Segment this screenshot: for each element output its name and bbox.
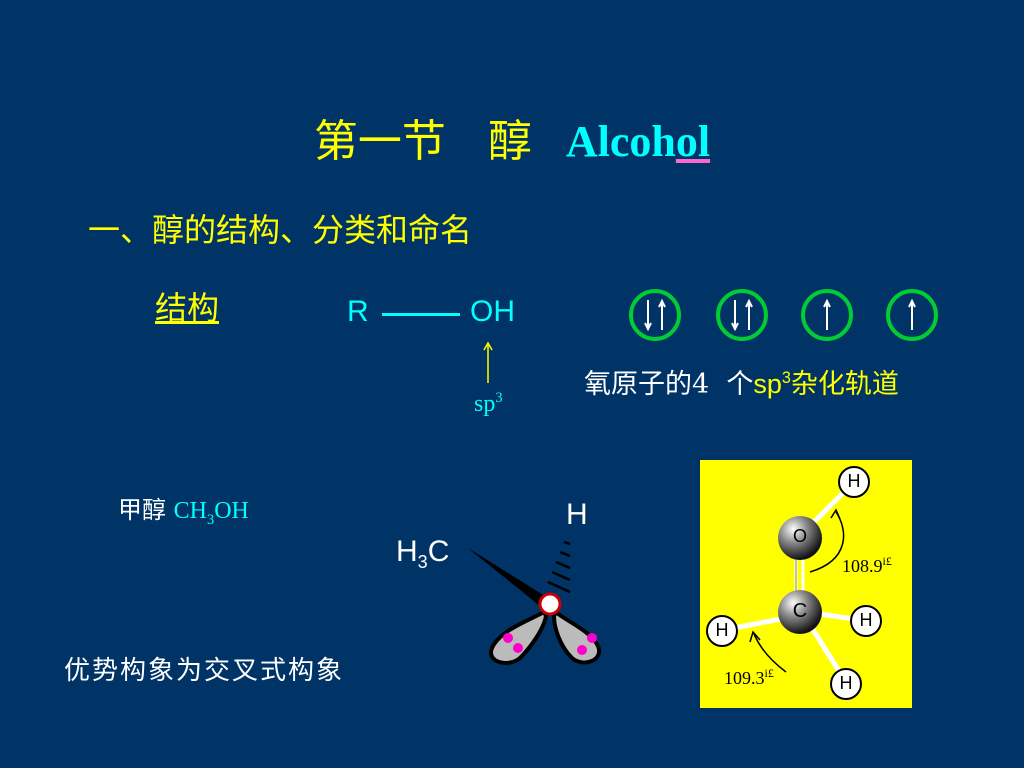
slide-title: 第一节 醇 Alcohol: [0, 105, 1024, 169]
orbital-paired-2: [716, 289, 768, 341]
model-bonds: [706, 466, 882, 700]
atom-c: C: [792, 600, 808, 622]
atom-h-bottom: H: [839, 673, 853, 693]
methanol-3d-model: H O C H H H 108.9i£ 109.3i£: [700, 460, 912, 708]
formula-r: R: [347, 295, 369, 328]
up-arrow-icon: [483, 341, 493, 383]
orbital-caption: 氧原子的4 个sp3杂化轨道: [584, 369, 899, 400]
section-heading: 一、醇的结构、分类和命名: [88, 211, 473, 249]
atom-h-left: H: [715, 620, 729, 640]
atom-h-top: H: [847, 471, 861, 491]
conformation-caption: 优势构象为交叉式构象: [64, 656, 345, 686]
newman-projection: [468, 540, 602, 665]
formula-oh: OH: [470, 295, 515, 328]
angle-label-oh: 108.9i£: [842, 554, 892, 576]
methanol-label: 甲醇 CH3OH: [118, 496, 249, 528]
formula-bond: [382, 313, 460, 316]
atom-h-right: H: [859, 610, 873, 630]
angle-label-ch: 109.3i£: [724, 666, 774, 688]
orbital-diagram: [629, 289, 938, 341]
title-english: Alcohol: [565, 117, 711, 166]
title-chinese: 第一节 醇: [313, 116, 532, 167]
orbital-paired-1: [629, 289, 681, 341]
orbital-single-1: [801, 289, 853, 341]
atom-o: O: [792, 526, 807, 546]
sp3-label: sp3: [474, 390, 503, 417]
orbital-single-2: [886, 289, 938, 341]
structure-label: 结构: [155, 289, 220, 327]
newman-h3c-label: H3C: [396, 535, 450, 572]
newman-h-label: H: [566, 498, 588, 531]
